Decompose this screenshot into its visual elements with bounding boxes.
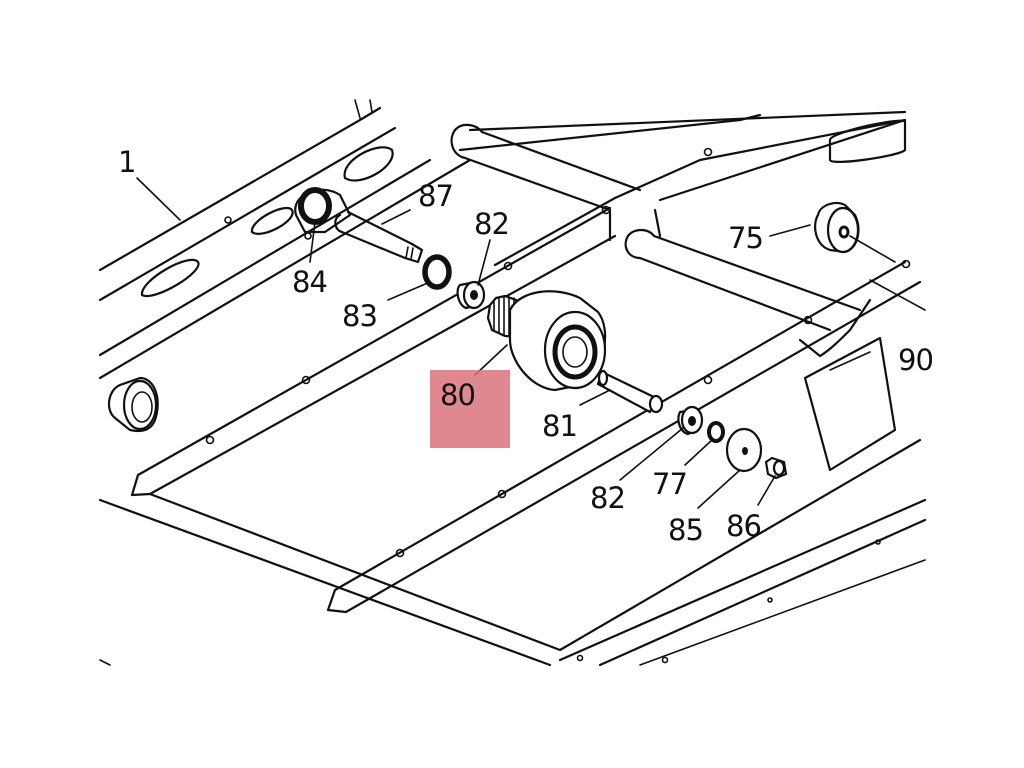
callout-77: 77: [652, 467, 687, 501]
callout-83: 83: [342, 299, 377, 333]
callout-87: 87: [418, 179, 453, 213]
part-86-nut: [764, 456, 788, 480]
callout-85: 85: [668, 513, 703, 547]
part-82-top-bearing: [456, 280, 486, 310]
part-84-ring: [294, 187, 352, 234]
part-87-shaft: [334, 210, 424, 264]
part-77-washer: [707, 421, 725, 443]
frame-outline: [98, 99, 927, 667]
callout-84: 84: [292, 265, 327, 299]
callout-90: 90: [898, 343, 933, 377]
part-81-pin: [596, 369, 664, 414]
left-roller: [107, 376, 159, 433]
highlight-box: [430, 370, 510, 448]
callout-75: 75: [728, 221, 763, 255]
part-85-disc: [725, 427, 763, 473]
part-83-snap-ring: [422, 254, 452, 290]
callout-86: 86: [726, 509, 761, 543]
part-80-gear-drum: [486, 290, 607, 392]
part-75-roller: [814, 201, 896, 263]
callout-1: 1: [118, 145, 135, 179]
callout-labels: 1 87 82 84 83 80 81 75 90 82 77 85 86: [118, 145, 934, 547]
callout-80: 80: [440, 378, 475, 412]
part-82-bottom-bearing: [677, 405, 704, 436]
leader-lines: [136, 177, 871, 509]
callout-82-top: 82: [474, 207, 509, 241]
callout-82-bottom: 82: [590, 481, 625, 515]
callout-81: 81: [542, 409, 577, 443]
